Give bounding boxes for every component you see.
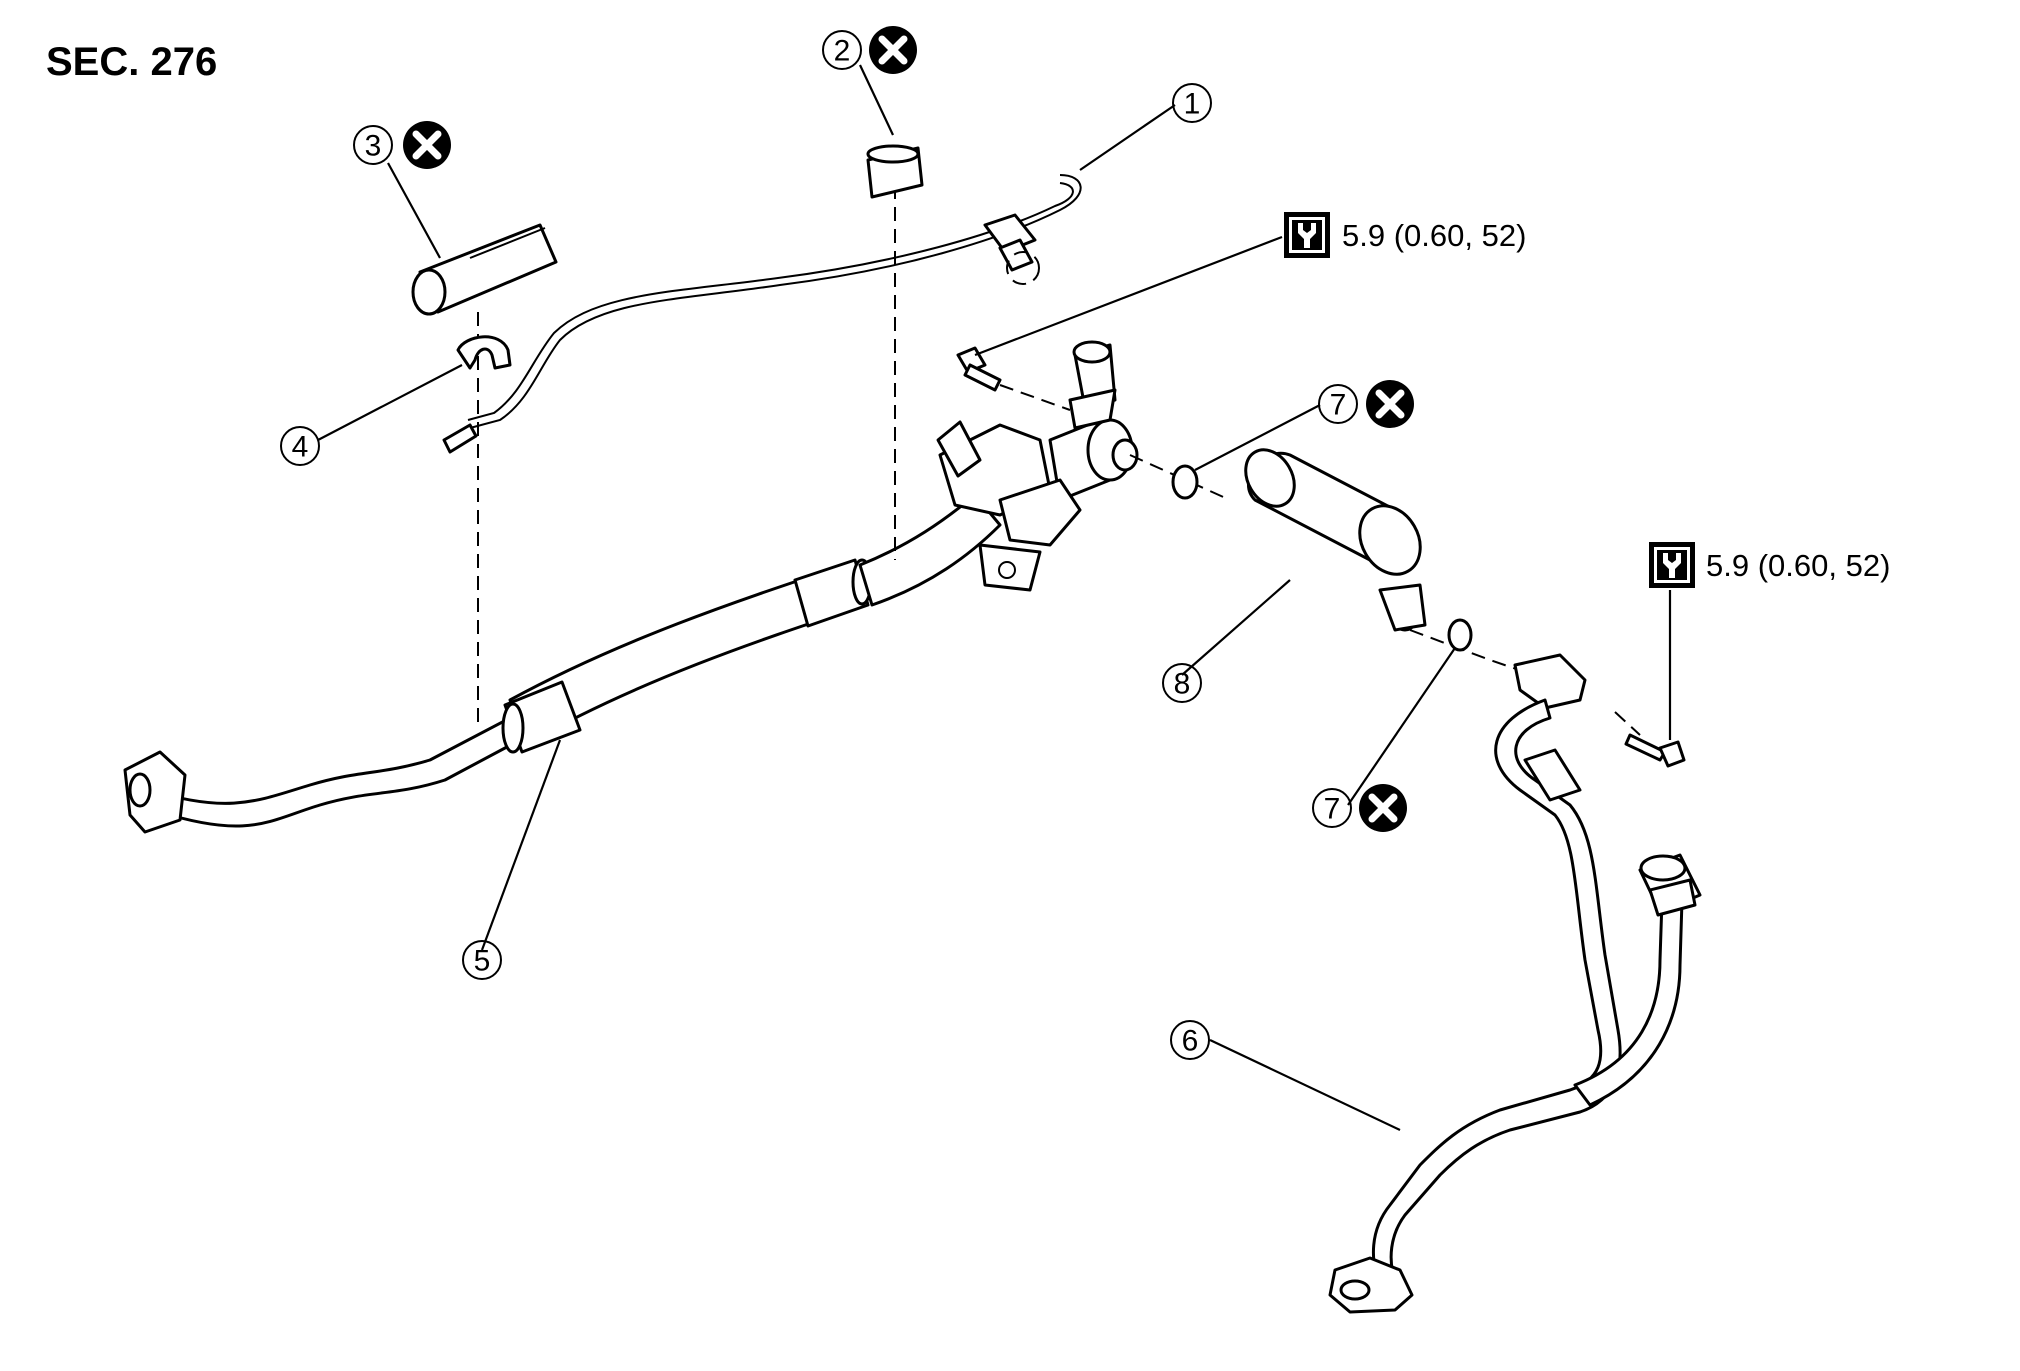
svg-text:8: 8	[1174, 668, 1191, 701]
o-ring-lower	[1447, 618, 1473, 652]
bolt-right	[1624, 733, 1686, 768]
liquid-tank	[1244, 448, 1427, 632]
svg-text:3: 3	[365, 130, 382, 163]
torque-spec-upper: 5.9 (0.60, 52)	[1284, 212, 1526, 258]
leader-6	[1209, 1039, 1401, 1131]
torque-wrench-icon	[1649, 542, 1695, 588]
o-ring-upper	[1171, 464, 1199, 500]
callout-8: 8	[1162, 663, 1202, 703]
callout-1: 1	[1172, 83, 1212, 123]
seal-sleeve	[866, 144, 924, 199]
svg-text:4: 4	[292, 431, 309, 464]
insulator-tube	[411, 223, 558, 316]
svg-text:5: 5	[474, 945, 491, 978]
leader-8	[1181, 579, 1291, 676]
torque-wrench-icon	[1284, 212, 1330, 258]
torque-spec-right: 5.9 (0.60, 52)	[1649, 542, 1890, 588]
svg-text:6: 6	[1182, 1025, 1199, 1058]
leader-1	[1079, 104, 1176, 171]
leader-3	[387, 162, 441, 259]
low-pressure-pipe	[123, 493, 1042, 834]
not-reusable-x-icon	[403, 121, 451, 169]
svg-text:1: 1	[1184, 88, 1201, 121]
svg-text:2: 2	[834, 35, 851, 68]
not-reusable-x-icon	[869, 26, 917, 74]
high-pressure-pipe	[1328, 653, 1702, 1314]
callout-3: 3	[353, 125, 393, 165]
callout-7-upper: 7	[1318, 384, 1358, 424]
leader-7-lower	[1347, 647, 1456, 806]
leader-7-upper	[1194, 404, 1321, 471]
callout-7-lower: 7	[1312, 788, 1352, 828]
section-label: SEC. 276	[46, 40, 217, 84]
assembly-axis-upper	[999, 384, 1071, 411]
not-reusable-x-icon	[1359, 784, 1407, 832]
svg-text:7: 7	[1324, 793, 1341, 826]
not-reusable-x-icon	[1366, 380, 1414, 428]
svg-text:5.9 (0.60, 52): 5.9 (0.60, 52)	[1706, 548, 1890, 583]
callout-6: 6	[1170, 1020, 1210, 1060]
leader-5	[480, 739, 562, 951]
assembly-axis-lower	[1409, 629, 1641, 736]
callout-5: 5	[462, 940, 502, 980]
leader-2	[859, 64, 894, 136]
callout-4: 4	[280, 426, 320, 466]
leader-4	[317, 364, 463, 441]
svg-text:5.9 (0.60, 52): 5.9 (0.60, 52)	[1342, 218, 1526, 253]
callout-2: 2	[822, 30, 862, 70]
pipe-clip	[456, 335, 512, 370]
pressure-sensor-harness	[442, 174, 1082, 454]
expansion-valve-block	[936, 340, 1139, 547]
svg-text:7: 7	[1330, 389, 1347, 422]
leader-torque-upper	[974, 235, 1283, 357]
